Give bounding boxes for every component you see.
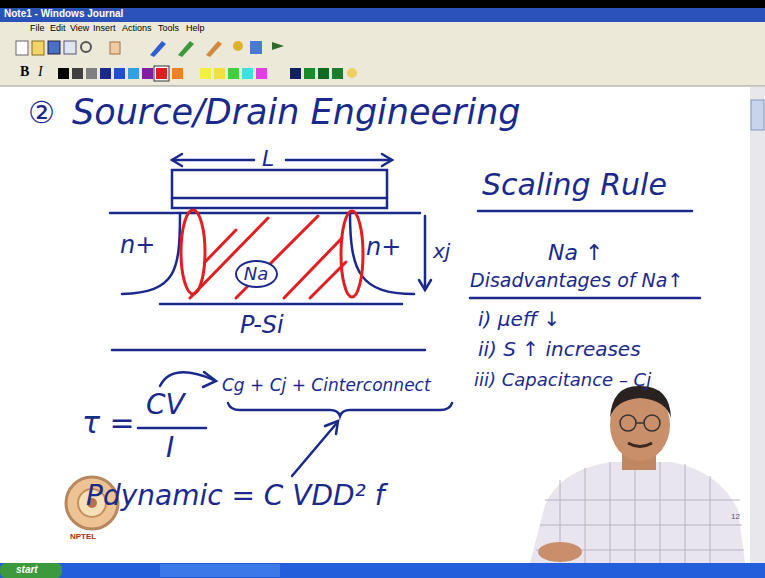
equation-part: Cg + Cj + Cinterconnect (222, 376, 431, 396)
list-item: i) μeff ↓ (478, 308, 560, 331)
doping-label: Na (244, 264, 269, 284)
start-button: start (16, 564, 38, 576)
window-title: Note1 - Windows Journal (4, 8, 123, 20)
section-heading: Scaling Rule (482, 168, 667, 203)
scaling-note: Na ↑ (548, 240, 603, 265)
drain-label: n+ (366, 234, 401, 262)
junction-depth: xj (433, 240, 450, 263)
menu-item: File (30, 23, 45, 33)
menu-item: Insert (93, 23, 116, 33)
length-label: L (262, 146, 274, 171)
equation-part: CV (146, 389, 185, 421)
equation-part: I (166, 432, 174, 464)
list-item: ii) S ↑ increases (478, 338, 641, 361)
menu-item: Edit (50, 23, 66, 33)
equation-part: τ = (82, 406, 135, 441)
equation: Pdynamic = C VDD² f (86, 480, 385, 512)
italic-button: I (38, 64, 43, 80)
menu-item: Actions (122, 23, 152, 33)
source-label: n+ (120, 232, 155, 260)
page-number: 12 (731, 512, 740, 521)
slide-heading: Source/Drain Engineering (72, 92, 521, 132)
watermark: NPTEL (70, 532, 96, 541)
menu-item: Tools (158, 23, 179, 33)
bold-button: B (20, 64, 29, 80)
section-heading: Disadvantages of Na↑ (470, 270, 683, 292)
item-number: ② (28, 96, 55, 131)
list-item: iii) Capacitance – Cj (474, 370, 651, 391)
menu-item: View (70, 23, 89, 33)
menu-item: Help (186, 23, 205, 33)
substrate-label: P-Si (240, 312, 284, 340)
doping-oval: Na (235, 260, 278, 288)
